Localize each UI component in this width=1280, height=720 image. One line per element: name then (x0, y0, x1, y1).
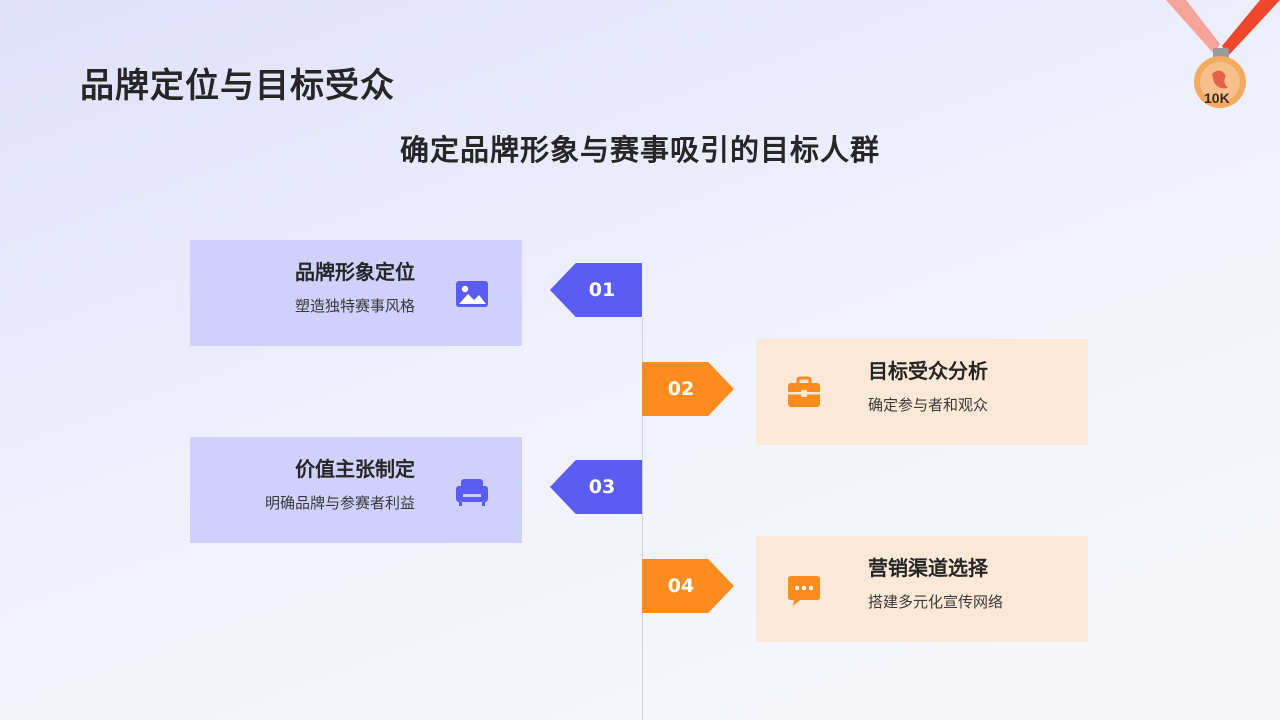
step-title: 价值主张制定 (295, 457, 415, 481)
medal-label: 10K (1204, 90, 1230, 106)
sofa-icon (452, 471, 492, 511)
step-card-1: 品牌形象定位 塑造独特赛事风格 (190, 240, 522, 346)
step-card-2: 目标受众分析 确定参与者和观众 (756, 339, 1088, 445)
step-marker-1: 01 (550, 263, 642, 317)
step-marker-4: 04 (642, 559, 734, 613)
image-icon (452, 274, 492, 314)
step-desc: 明确品牌与参赛者利益 (264, 494, 415, 512)
timeline-line (642, 318, 643, 720)
step-title: 目标受众分析 (868, 359, 988, 383)
step-desc: 塑造独特赛事风格 (294, 297, 415, 315)
page-title: 品牌定位与目标受众 (80, 66, 395, 106)
step-desc: 确定参与者和观众 (868, 396, 989, 414)
medal-icon: 10K (1160, 0, 1280, 112)
step-card-3: 价值主张制定 明确品牌与参赛者利益 (190, 437, 522, 543)
page-subtitle: 确定品牌形象与赛事吸引的目标人群 (399, 133, 880, 167)
step-desc: 搭建多元化宣传网络 (868, 593, 1004, 611)
step-marker-3: 03 (550, 460, 642, 514)
step-title: 营销渠道选择 (868, 556, 988, 580)
step-marker-2: 02 (642, 362, 734, 416)
briefcase-icon (784, 373, 824, 413)
step-title: 品牌形象定位 (295, 260, 415, 284)
step-card-4: 营销渠道选择 搭建多元化宣传网络 (756, 536, 1088, 642)
chat-icon (784, 570, 824, 610)
